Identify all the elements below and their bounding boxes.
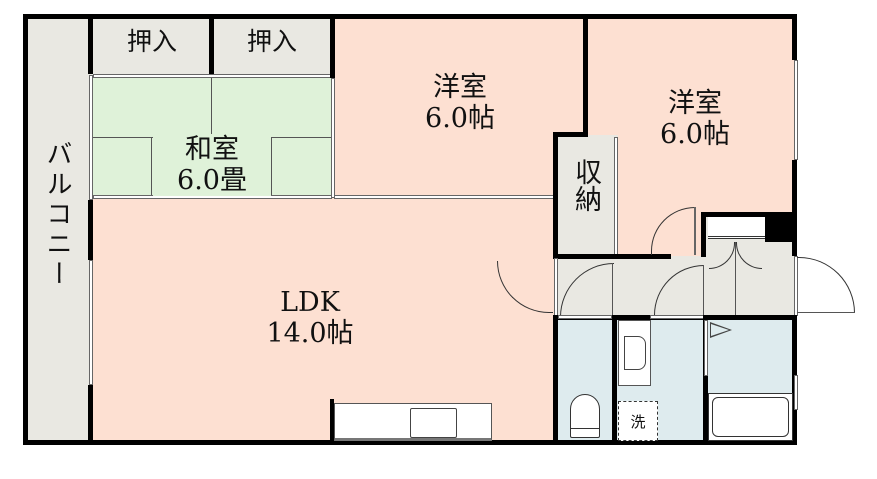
balcony-label: バルコニー	[42, 140, 72, 290]
bath-door	[704, 320, 708, 376]
ldk-room	[93, 197, 556, 443]
ldk-size: 14.0帖	[266, 318, 354, 350]
youshitsu-2-size: 6.0帖	[660, 119, 730, 151]
wash-bath-wall	[703, 315, 708, 445]
hall-door-leaf	[612, 263, 613, 318]
entrance-wall-left	[701, 212, 706, 257]
shuunou-label: 収納	[570, 158, 601, 212]
tatami-line	[271, 137, 272, 196]
ldk-label: LDK 14.0帖	[230, 287, 390, 349]
toilet-icon	[570, 394, 600, 438]
entrance-divider	[735, 242, 736, 318]
youshitsu2-door-leaf	[694, 207, 696, 255]
youshitsu2-wall-bottom	[553, 254, 671, 259]
balcony-wall-mid	[88, 200, 93, 260]
wash-door	[650, 315, 704, 319]
balcony	[23, 14, 93, 444]
ldk-name: LDK	[280, 287, 340, 318]
youshitsu-1-size: 6.0帖	[425, 103, 495, 135]
oshiire-1-label: 押入	[126, 27, 177, 56]
tatami-line	[260, 137, 332, 138]
closet-sliding-door	[93, 74, 332, 78]
youshitsu-1-name: 洋室	[433, 72, 487, 103]
front-door-leaf	[797, 312, 855, 313]
wall-washitsu-youshitsu	[330, 14, 335, 78]
oshiire-closet-1	[93, 18, 211, 76]
balcony-window-2	[89, 260, 93, 385]
tatami-line	[211, 77, 212, 135]
youshitsu-1-label: 洋室 6.0帖	[380, 72, 540, 134]
toilet-tank	[570, 428, 600, 438]
shuunou-door	[614, 137, 618, 257]
bathtub-basin	[712, 397, 789, 437]
tatami-line	[93, 137, 165, 138]
window	[794, 60, 798, 160]
wet-wall-left	[553, 315, 558, 445]
washer-label: 洗	[630, 412, 646, 431]
balcony-wall-top	[88, 14, 93, 74]
shuunou-wall-left	[553, 132, 558, 256]
front-door-swing[interactable]	[797, 257, 855, 313]
outer-wall-bottom	[23, 440, 797, 445]
kitchen-wall-stub	[330, 399, 334, 442]
toilet-wash-wall	[612, 315, 617, 445]
youshitsu1-sliding-door	[334, 195, 556, 199]
closet-divider	[209, 14, 214, 77]
outer-wall-right-mid	[792, 160, 797, 256]
balcony-window-1	[89, 75, 93, 200]
outer-wall-right-upper	[792, 14, 797, 60]
oshiire-2-label: 押入	[246, 27, 297, 56]
oshiire-closet-2	[213, 18, 331, 76]
bath-vent-icon-inner	[711, 324, 729, 336]
toilet-door	[558, 315, 612, 319]
washitsu-label: 和室 6.0畳	[153, 134, 271, 197]
shuunou-wall-top	[553, 132, 588, 137]
ldk-door-frame	[554, 258, 558, 318]
youshitsu-room-1	[334, 18, 586, 198]
youshitsu-2-name: 洋室	[668, 88, 722, 119]
washitsu-sliding-door-right	[331, 78, 335, 198]
washing-machine-area: 洗	[618, 401, 658, 441]
kitchen-sink-icon	[410, 408, 457, 438]
entrance-wall	[701, 212, 797, 217]
shuunou-storage	[556, 135, 618, 257]
washitsu-name: 和室	[185, 134, 239, 165]
wall-youshitsu1-youshitsu2	[583, 14, 588, 136]
bath-window	[794, 375, 798, 410]
wash-basin-icon	[624, 336, 646, 370]
tatami-line	[151, 137, 152, 196]
youshitsu-2-label: 洋室 6.0帖	[615, 88, 775, 150]
outer-wall-left	[23, 14, 28, 445]
wash-door-leaf	[703, 265, 704, 318]
shoe-cabinet	[708, 217, 765, 239]
washitsu-size: 6.0畳	[177, 165, 247, 197]
entrance-pillar	[765, 212, 797, 242]
outer-wall-top	[23, 14, 797, 19]
balcony-wall-bottom	[88, 385, 93, 445]
